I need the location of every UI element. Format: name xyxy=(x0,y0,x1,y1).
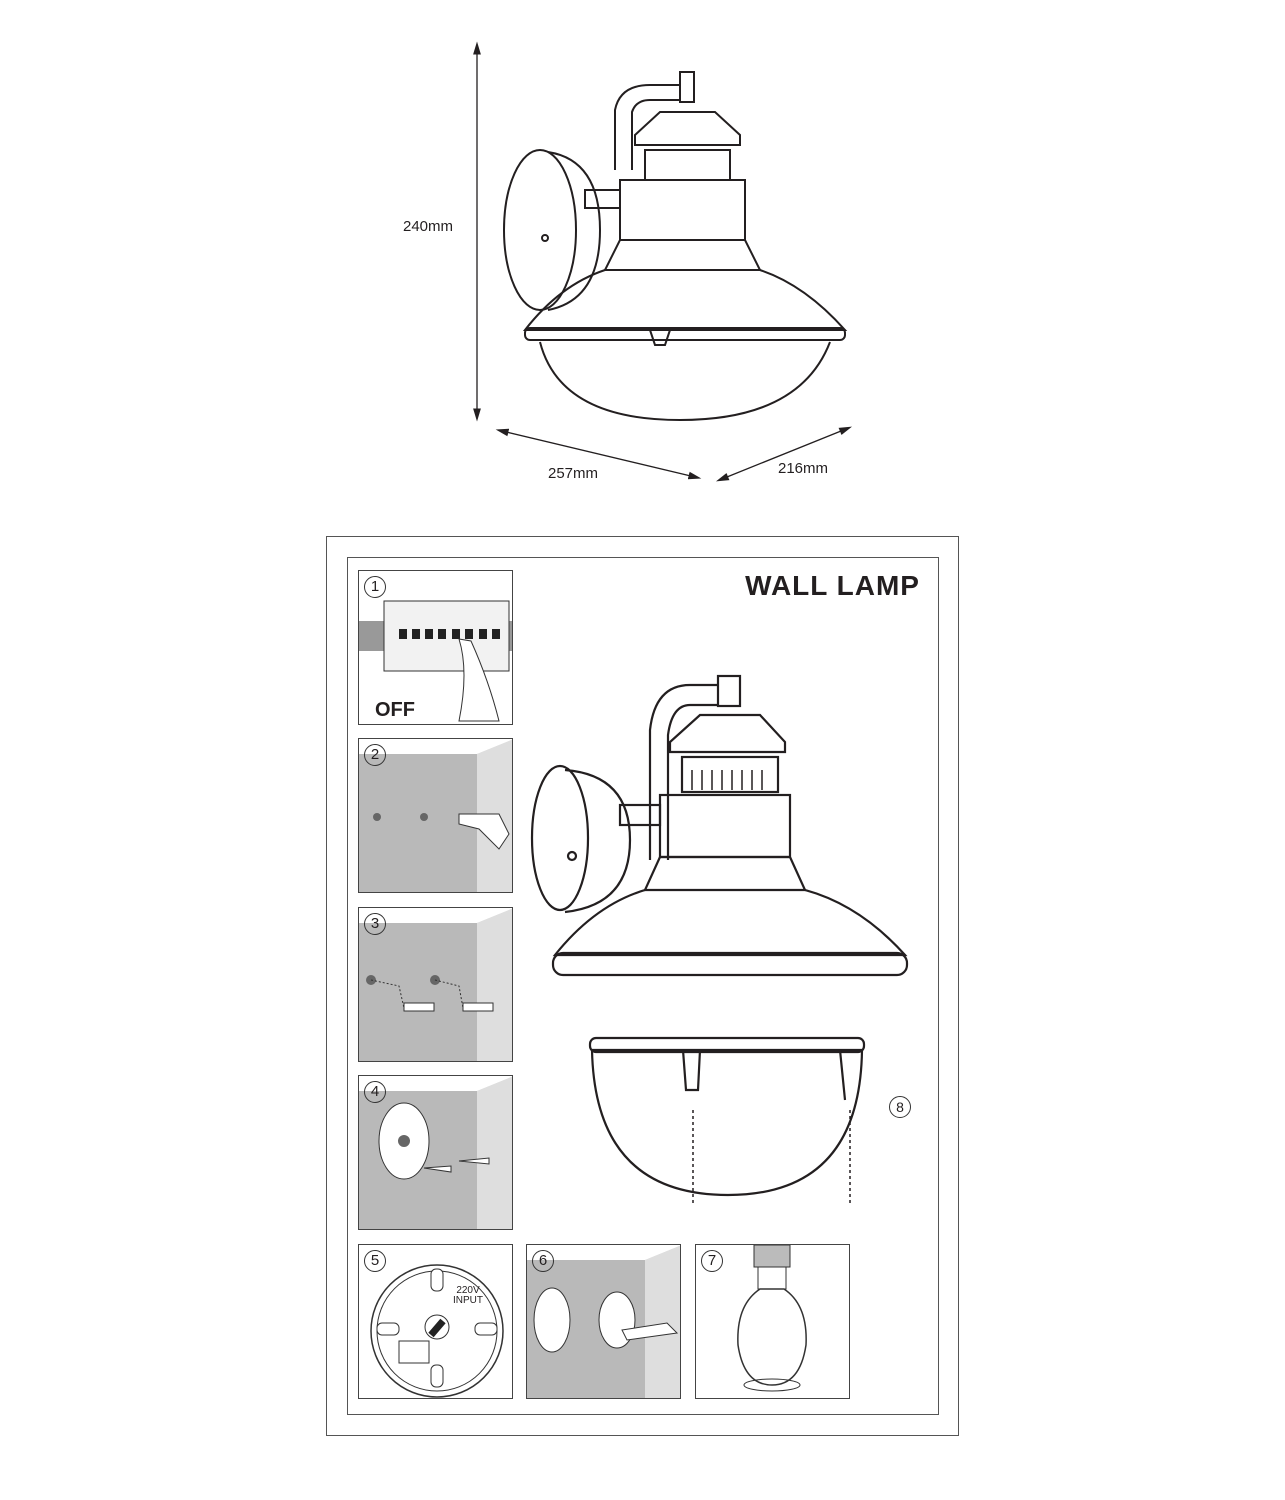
step-number: 2 xyxy=(364,744,386,766)
lamp-dimension-drawing xyxy=(473,41,853,482)
sheet-title: WALL LAMP xyxy=(745,570,920,601)
width-dimension-label: 257mm xyxy=(548,465,599,482)
step-number: 3 xyxy=(364,913,386,935)
input-label: INPUT xyxy=(453,1295,483,1306)
instruction-sheet-inner-frame xyxy=(347,557,939,1415)
step-number: 7 xyxy=(701,1250,723,1272)
step-3-panel: 3 xyxy=(358,907,513,1062)
wiring-plate-illustration xyxy=(370,1264,504,1398)
wall-plug-illustration xyxy=(359,908,512,1061)
step-8-number: 8 xyxy=(889,1096,911,1118)
step-1-panel: 1 OFF xyxy=(358,570,513,725)
depth-dimension-label: 216mm xyxy=(778,460,829,477)
step-number: 6 xyxy=(532,1250,554,1272)
step-6-panel: 6 xyxy=(526,1244,681,1399)
mounting-plate-illustration xyxy=(359,1076,512,1229)
height-dimension-label: 240mm xyxy=(403,218,454,235)
voltage-label: 220V xyxy=(456,1285,480,1296)
step-number: 1 xyxy=(364,576,386,598)
wall-drilling-illustration xyxy=(359,739,512,892)
breaker-panel-illustration xyxy=(359,600,512,722)
step-4-panel: 4 xyxy=(358,1075,513,1230)
instruction-sheet-outer-frame xyxy=(326,536,959,1436)
attach-fixture-illustration xyxy=(527,1245,680,1398)
step-number: 5 xyxy=(364,1250,386,1272)
step-2-panel: 2 xyxy=(358,738,513,893)
off-label: OFF xyxy=(375,699,415,721)
step-number: 4 xyxy=(364,1081,386,1103)
bulb-install-illustration xyxy=(737,1245,807,1392)
step-7-panel: 7 xyxy=(695,1244,850,1399)
